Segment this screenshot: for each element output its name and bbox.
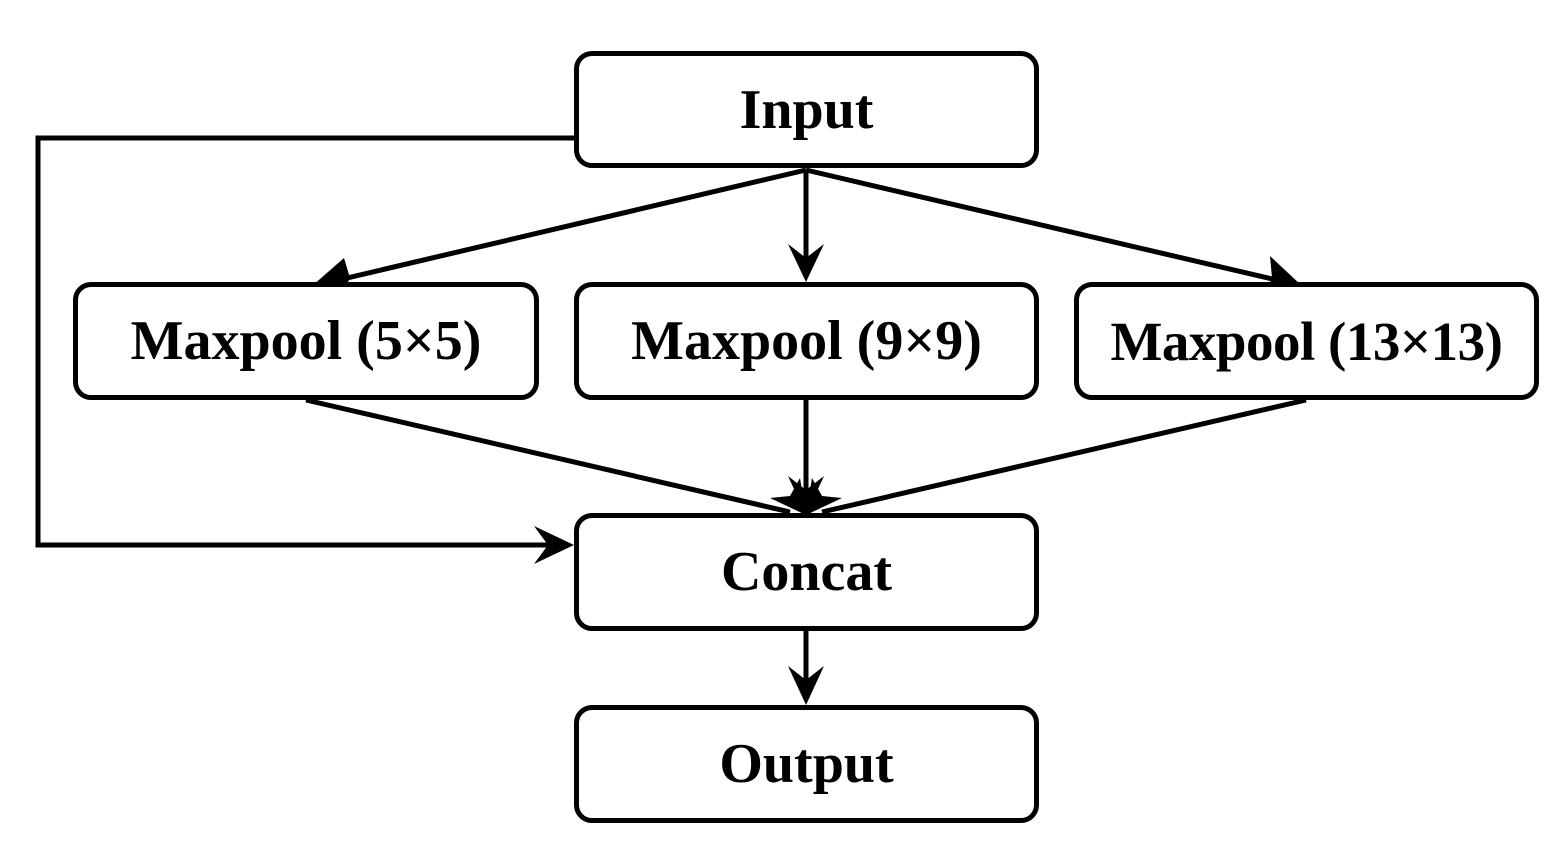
maxpool-9x9-label: Maxpool (9×9) [631,310,982,372]
arrowhead-maxpool-9 [788,244,824,282]
edge-input-to-maxpool-13 [805,167,1286,285]
arrowhead-concat-right [806,478,842,515]
input-node-label: Input [739,78,874,141]
arrowhead-output [788,666,824,705]
edge-maxpool-13-to-concat [821,397,1307,515]
edge-input-to-maxpool-5 [329,167,807,285]
maxpool-5x5-label: Maxpool (5×5) [130,310,482,372]
concat-node: Concat [574,513,1039,631]
maxpool-5x5-node: Maxpool (5×5) [73,282,539,400]
output-node-label: Output [719,733,894,795]
output-node: Output [574,705,1039,823]
concat-node-label: Concat [720,541,893,603]
maxpool-9x9-node: Maxpool (9×9) [574,282,1039,400]
arrowhead-concat-skip [534,526,574,564]
edge-maxpool-5-to-concat [305,397,791,515]
maxpool-13x13-node: Maxpool (13×13) [1074,282,1539,400]
maxpool-13x13-label: Maxpool (13×13) [1110,310,1503,372]
input-node: Input [574,51,1039,168]
edge-input-to-concat [35,135,574,548]
